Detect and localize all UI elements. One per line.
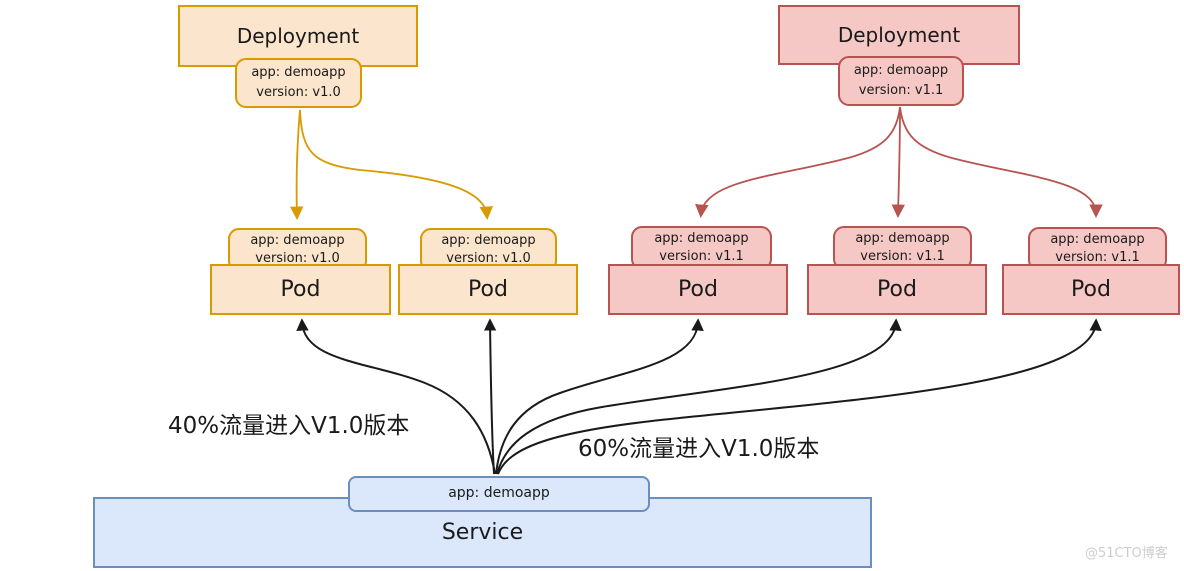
selector-app-line: app: demoapp xyxy=(1050,232,1145,248)
deployment-v10-selector-label: app: demoapp version: v1.0 xyxy=(235,58,362,108)
traffic-annotation-40-percent: 40%流量进入V1.0版本 xyxy=(168,413,410,439)
arrow-service-to-pod2 xyxy=(483,318,497,475)
selector-version-line: version: v1.1 xyxy=(858,82,944,98)
pod4-box: Pod xyxy=(807,264,987,315)
selector-version-line: version: v1.1 xyxy=(659,248,744,264)
traffic-annotation-60-percent: 60%流量进入V1.0版本 xyxy=(578,436,820,462)
pod2-box: Pod xyxy=(398,264,578,315)
selector-app-line: app: demoapp xyxy=(441,233,536,249)
arrow-service-to-pod1 xyxy=(296,318,496,475)
deployment-v11-selector-label: app: demoapp version: v1.1 xyxy=(838,56,964,106)
pod3-title: Pod xyxy=(678,277,718,302)
watermark-51cto: @51CTO博客 xyxy=(1085,546,1168,561)
pod5-title: Pod xyxy=(1071,277,1111,302)
pod2-title: Pod xyxy=(468,277,508,302)
selector-version-line: version: v1.0 xyxy=(446,250,531,266)
selector-app-line: app: demoapp xyxy=(853,63,949,79)
service-title: Service xyxy=(441,520,524,545)
selector-version-line: version: v1.1 xyxy=(1055,249,1140,265)
arrow-deploy-v10-to-pod1 xyxy=(289,109,304,221)
pod3-selector-label: app: demoapp version: v1.1 xyxy=(631,226,772,270)
arrow-deploy-v11-to-pod3 xyxy=(695,106,901,219)
selector-app-line: app: demoapp xyxy=(250,233,345,249)
pod1-title: Pod xyxy=(280,277,321,302)
deployment-v11-box: Deployment xyxy=(778,5,1020,65)
selector-app-line: app: demoapp xyxy=(855,231,950,247)
selector-app-line: app: demoapp xyxy=(654,231,749,247)
selector-version-line: version: v1.1 xyxy=(860,248,945,264)
arrow-deploy-v11-to-pod5 xyxy=(899,106,1103,219)
pod4-title: Pod xyxy=(877,277,917,302)
selector-version-line: version: v1.0 xyxy=(256,84,341,100)
selector-version-line: version: v1.0 xyxy=(255,250,340,266)
pod3-box: Pod xyxy=(608,264,788,315)
deployment-v10-title: Deployment xyxy=(236,24,360,48)
pod5-box: Pod xyxy=(1002,264,1180,315)
pod4-selector-label: app: demoapp version: v1.1 xyxy=(833,226,972,270)
selector-app-line: app: demoapp xyxy=(251,65,346,81)
pod1-box: Pod xyxy=(210,264,391,315)
deployment-v11-title: Deployment xyxy=(837,23,961,47)
arrow-deploy-v11-to-pod4 xyxy=(891,106,906,219)
arrow-deploy-v10-to-pod2 xyxy=(299,109,493,221)
selector-app-line: app: demoapp xyxy=(448,485,550,502)
pod5-selector-label: app: demoapp version: v1.1 xyxy=(1028,227,1167,271)
service-selector-label: app: demoapp xyxy=(348,476,650,512)
